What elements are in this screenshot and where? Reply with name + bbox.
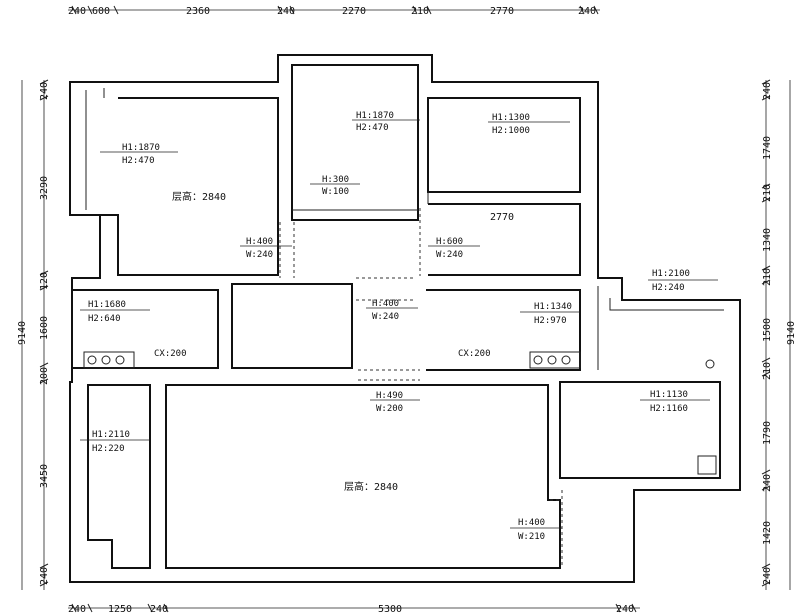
- svg-text:H2:240: H2:240: [652, 283, 685, 293]
- stove-left: [83, 351, 135, 369]
- label-w4: H1:2100 H2:240: [648, 269, 718, 293]
- label-w1: H1:1870 H2:470: [100, 143, 178, 166]
- dim-top-2: 600: [92, 6, 110, 17]
- dim-top-3: 2360: [186, 6, 210, 17]
- door-openings: [279, 208, 563, 566]
- dim-right-3: 210: [762, 184, 773, 202]
- dim-bottom-5: 240: [616, 604, 634, 615]
- label-door1: H:400 W:240: [240, 237, 292, 260]
- label-w5: H1:1680 H2:640: [80, 300, 150, 324]
- dim-left-1: 240: [39, 82, 50, 100]
- stove-right: [529, 351, 581, 369]
- label-w2: H1:1870 H2:470: [352, 111, 420, 133]
- dim-top-6: 210: [411, 6, 429, 17]
- left-dimension-chain: 240 3290 120 1600 200 3450 240 9140: [17, 79, 50, 590]
- svg-text:H2:1000: H2:1000: [492, 126, 530, 136]
- svg-text:H2:1160: H2:1160: [650, 404, 688, 414]
- svg-text:H1:1300: H1:1300: [492, 113, 530, 123]
- dim-top-8: 240: [578, 6, 596, 17]
- svg-text:W:210: W:210: [518, 532, 545, 542]
- svg-text:H2:470: H2:470: [356, 123, 389, 133]
- living-height: 层高：2840: [344, 480, 398, 493]
- dim-top-7: 2770: [490, 6, 514, 17]
- dim-left-3: 120: [39, 272, 50, 290]
- svg-text:H:600: H:600: [436, 237, 463, 247]
- svg-text:H2:970: H2:970: [534, 316, 567, 326]
- dim-right-7: 210: [762, 362, 773, 380]
- dim-right-2: 1740: [762, 136, 773, 160]
- dim-right-5: 210: [762, 268, 773, 286]
- dim-bottom-2: 1250: [108, 604, 132, 615]
- dim-right-total: 9140: [786, 321, 797, 345]
- svg-text:W:200: W:200: [376, 404, 403, 414]
- dim-bottom-4: 5300: [378, 604, 402, 615]
- dim-top-5: 2270: [342, 6, 366, 17]
- label-door4: H:490 W:200: [370, 391, 420, 414]
- svg-text:H1:1870: H1:1870: [356, 111, 394, 121]
- svg-text:H1:1680: H1:1680: [88, 300, 126, 310]
- corridor-width: 2770: [490, 212, 514, 223]
- svg-text:H2:220: H2:220: [92, 444, 125, 454]
- dim-right-1: 240: [762, 82, 773, 100]
- label-door5: H:400 W:210: [510, 518, 562, 542]
- label-cx2: CX:200: [458, 349, 491, 359]
- svg-text:H1:1130: H1:1130: [650, 390, 688, 400]
- svg-text:W:240: W:240: [372, 312, 399, 322]
- svg-text:H1:2100: H1:2100: [652, 269, 690, 279]
- bottom-dimension-chain: 240 1250 240 5300 240: [68, 603, 640, 615]
- label-w6: H1:1340 H2:970: [520, 302, 580, 326]
- top-dimension-chain: 240 600 2360 240 2270 210 2770 240: [68, 5, 600, 17]
- label-w3: H1:1300 H2:1000: [488, 113, 570, 136]
- dim-left-6: 3450: [39, 464, 50, 488]
- svg-text:H:400: H:400: [246, 237, 273, 247]
- dim-right-8: 1790: [762, 421, 773, 445]
- dim-right-6: 1500: [762, 318, 773, 342]
- label-door2: H:600 W:240: [428, 237, 480, 260]
- svg-text:H2:470: H2:470: [122, 156, 155, 166]
- dim-right-11: 240: [762, 567, 773, 585]
- svg-text:H:300: H:300: [322, 175, 349, 185]
- dim-left-total: 9140: [17, 321, 28, 345]
- fixture-bath: [697, 359, 717, 475]
- svg-text:W:100: W:100: [322, 187, 349, 197]
- svg-text:H:400: H:400: [372, 299, 399, 309]
- dim-left-2: 3290: [39, 176, 50, 200]
- room1-height: 层高：2840: [172, 190, 226, 203]
- label-w7: H1:2110 H2:220: [80, 430, 150, 454]
- label-cx1: CX:200: [154, 349, 187, 359]
- svg-text:W:240: W:240: [436, 250, 463, 260]
- svg-text:H:400: H:400: [518, 518, 545, 528]
- dim-right-9: 240: [762, 474, 773, 492]
- dim-right-10: 1420: [762, 521, 773, 545]
- dim-bottom-1: 240: [68, 604, 86, 615]
- dim-left-5: 200: [39, 367, 50, 385]
- svg-text:H1:1340: H1:1340: [534, 302, 572, 312]
- label-door3: H:400 W:240: [366, 299, 418, 322]
- label-w8: H1:1130 H2:1160: [640, 390, 710, 414]
- label-niche: H:300 W:100: [310, 175, 360, 197]
- svg-text:H1:1870: H1:1870: [122, 143, 160, 153]
- svg-text:H:490: H:490: [376, 391, 403, 401]
- dim-top-1: 240: [68, 6, 86, 17]
- dim-left-4: 1600: [39, 316, 50, 340]
- walls: [69, 54, 741, 583]
- svg-text:H1:2110: H1:2110: [92, 430, 130, 440]
- dim-top-4: 240: [277, 6, 295, 17]
- right-dimension-chain: 240 1740 210 1340 210 1500 210 1790 240 …: [761, 79, 797, 590]
- svg-text:H2:640: H2:640: [88, 314, 121, 324]
- svg-text:W:240: W:240: [246, 250, 273, 260]
- dim-right-4: 1340: [762, 228, 773, 252]
- dim-left-7: 240: [39, 567, 50, 585]
- dim-bottom-3: 240: [150, 604, 168, 615]
